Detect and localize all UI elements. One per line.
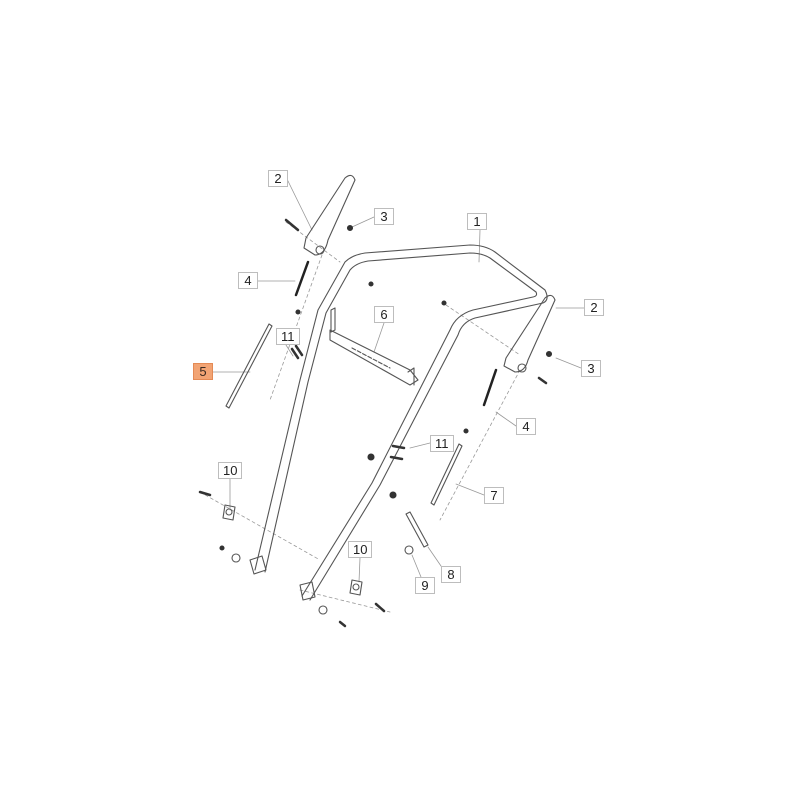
callout-label-3[interactable]: 3	[374, 208, 394, 225]
callout-label-5-highlighted[interactable]: 5	[193, 363, 213, 380]
callout-label-1[interactable]: 1	[467, 213, 487, 230]
main-handle	[254, 244, 548, 601]
fasteners	[198, 218, 553, 628]
callout-label-2[interactable]: 2	[584, 299, 604, 316]
rod-part-5	[225, 323, 273, 409]
callout-label-11[interactable]: 11	[430, 435, 454, 452]
callout-label-2[interactable]: 2	[268, 170, 288, 187]
rod-part-8	[405, 511, 429, 548]
callout-label-4[interactable]: 4	[238, 272, 258, 289]
callout-label-8[interactable]: 8	[441, 566, 461, 583]
cables	[225, 260, 498, 548]
rod-part-7	[430, 443, 463, 506]
clips-and-washers	[222, 504, 414, 615]
grip-right	[503, 294, 556, 373]
callout-label-3[interactable]: 3	[581, 360, 601, 377]
callout-label-10[interactable]: 10	[218, 462, 243, 479]
callout-label-7[interactable]: 7	[484, 487, 504, 504]
leader-lines	[199, 178, 585, 613]
grip-left	[303, 174, 356, 256]
callout-label-11[interactable]: 11	[276, 328, 300, 345]
callout-label-4[interactable]: 4	[516, 418, 536, 435]
callout-label-9[interactable]: 9	[415, 577, 435, 594]
callout-label-6[interactable]: 6	[374, 306, 394, 323]
callout-label-10[interactable]: 10	[348, 541, 373, 558]
cross-bracket	[329, 307, 419, 386]
